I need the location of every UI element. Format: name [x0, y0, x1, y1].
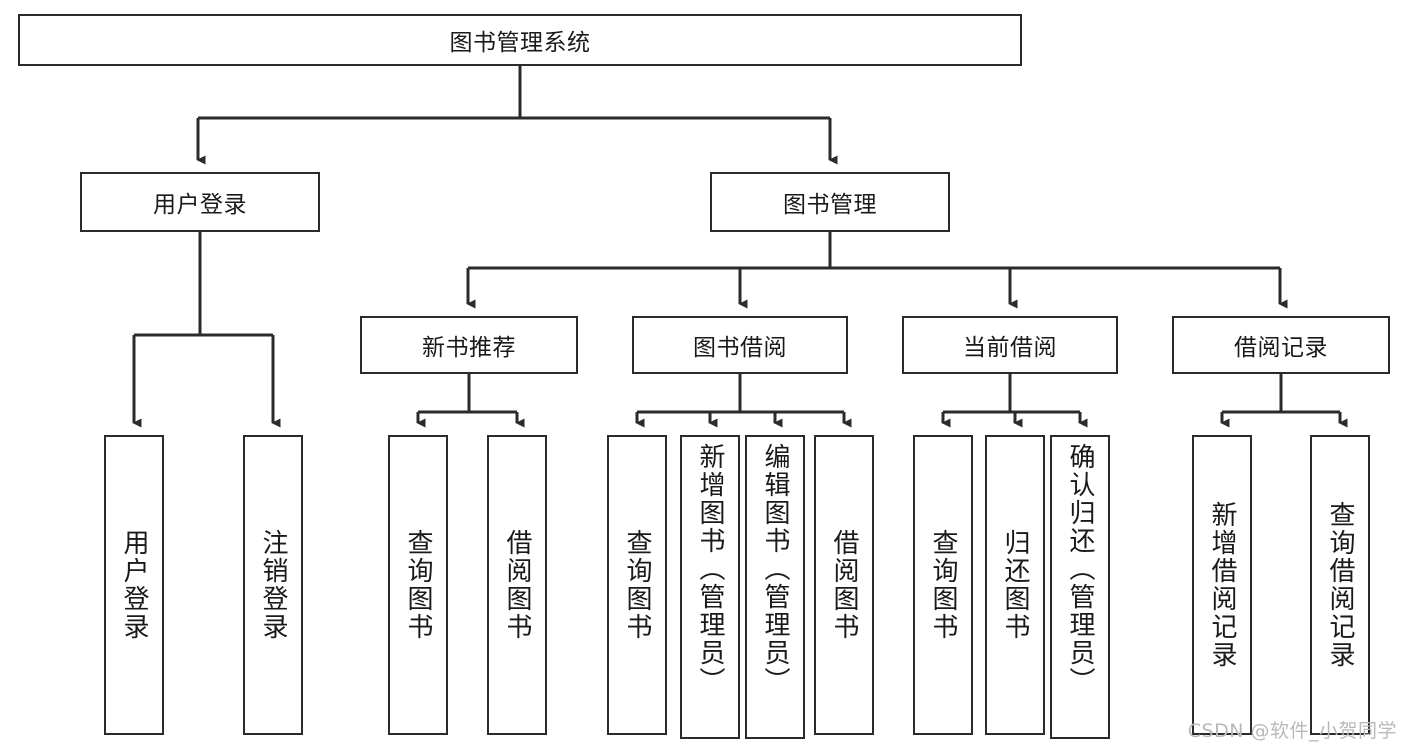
node-leaf-query-borrow-record-label: 查询借阅记录: [1325, 501, 1356, 669]
node-user-login-label: 用户登录: [153, 192, 247, 218]
node-leaf-query-book-borrow[interactable]: 查询图书: [607, 435, 667, 735]
node-leaf-query-book-rec[interactable]: 查询图书: [388, 435, 448, 735]
node-book-borrow[interactable]: 图书借阅: [632, 316, 848, 374]
node-root[interactable]: 图书管理系统: [18, 14, 1022, 66]
node-book-management-label: 图书管理: [783, 192, 877, 218]
node-leaf-query-book-borrow-label: 查询图书: [622, 529, 653, 641]
node-leaf-edit-book-admin-label: 编辑图书（管理员）: [760, 443, 791, 695]
node-leaf-query-book-rec-label: 查询图书: [403, 529, 434, 641]
node-leaf-confirm-return-admin[interactable]: 确认归还（管理员）: [1050, 435, 1110, 739]
node-leaf-logout[interactable]: 注销登录: [243, 435, 303, 735]
node-leaf-borrow-book-rec[interactable]: 借阅图书: [487, 435, 547, 735]
node-current-borrow-label: 当前借阅: [963, 335, 1057, 361]
node-user-login[interactable]: 用户登录: [80, 172, 320, 232]
node-new-book-recommend[interactable]: 新书推荐: [360, 316, 578, 374]
node-leaf-add-borrow-record[interactable]: 新增借阅记录: [1192, 435, 1252, 735]
node-leaf-confirm-return-admin-label: 确认归还（管理员）: [1065, 443, 1096, 695]
node-current-borrow[interactable]: 当前借阅: [902, 316, 1118, 374]
node-leaf-user-login-label: 用户登录: [119, 529, 150, 641]
node-leaf-return-book[interactable]: 归还图书: [985, 435, 1045, 735]
node-leaf-borrow-book[interactable]: 借阅图书: [814, 435, 874, 735]
node-leaf-borrow-book-label: 借阅图书: [829, 529, 860, 641]
node-borrow-record[interactable]: 借阅记录: [1172, 316, 1390, 374]
node-leaf-edit-book-admin[interactable]: 编辑图书（管理员）: [745, 435, 805, 739]
node-leaf-add-book-admin[interactable]: 新增图书（管理员）: [680, 435, 740, 739]
node-leaf-query-book-current[interactable]: 查询图书: [913, 435, 973, 735]
node-new-book-recommend-label: 新书推荐: [422, 335, 516, 361]
node-leaf-return-book-label: 归还图书: [1000, 529, 1031, 641]
node-borrow-record-label: 借阅记录: [1234, 335, 1328, 361]
node-leaf-add-book-admin-label: 新增图书（管理员）: [695, 443, 726, 695]
node-leaf-query-book-current-label: 查询图书: [928, 529, 959, 641]
node-leaf-logout-label: 注销登录: [258, 529, 289, 641]
node-leaf-user-login[interactable]: 用户登录: [104, 435, 164, 735]
node-root-label: 图书管理系统: [449, 30, 591, 56]
node-leaf-borrow-book-rec-label: 借阅图书: [502, 529, 533, 641]
node-book-management[interactable]: 图书管理: [710, 172, 950, 232]
node-leaf-add-borrow-record-label: 新增借阅记录: [1207, 501, 1238, 669]
node-leaf-query-borrow-record[interactable]: 查询借阅记录: [1310, 435, 1370, 735]
node-book-borrow-label: 图书借阅: [693, 335, 787, 361]
